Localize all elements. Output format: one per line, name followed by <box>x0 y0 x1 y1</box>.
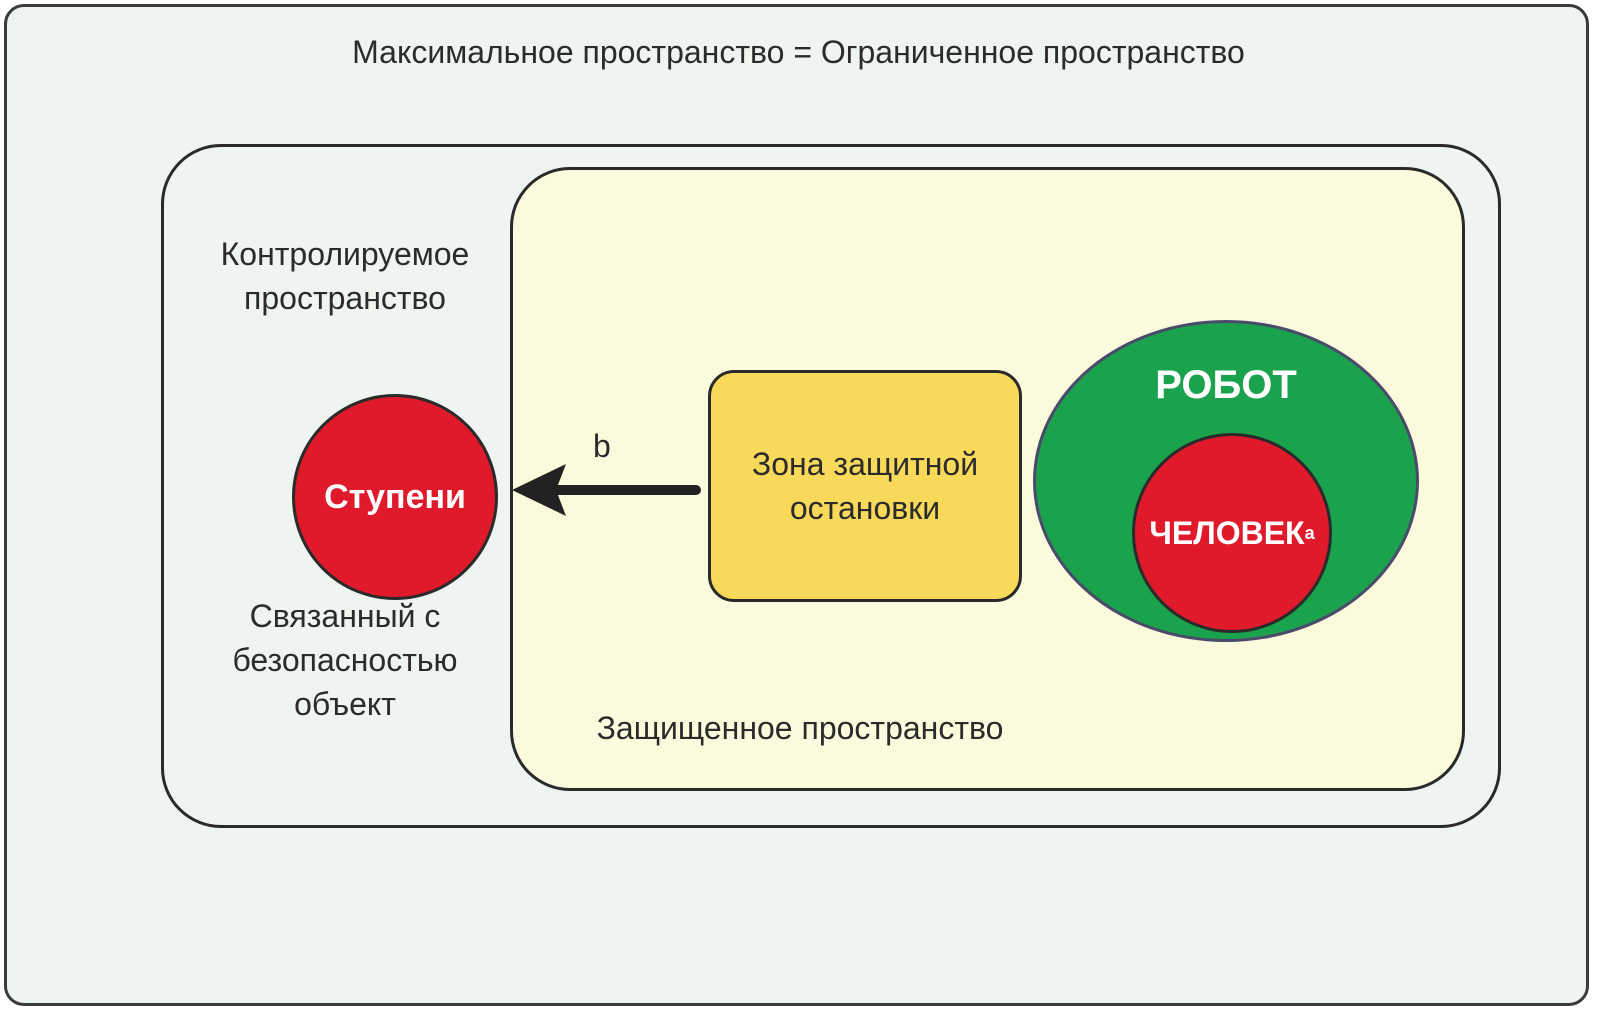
safety-object-label-line1: Связанный с <box>249 598 441 634</box>
controlled-space-label-line1: Контролируемое <box>220 236 470 272</box>
human-footnote-marker: a <box>1304 522 1315 543</box>
protective-stop-zone-line1: Зона защитной <box>751 446 979 482</box>
steps-circle: Ступени <box>292 394 498 600</box>
robot-label: РОБОТ <box>1155 363 1297 407</box>
safety-object-label-line3: объект <box>294 686 396 722</box>
protective-stop-zone-box: Зона защитной остановки <box>708 370 1022 602</box>
maximum-space-title: Максимальное пространство = Ограниченное… <box>352 34 1245 70</box>
controlled-space-label-line2: пространство <box>244 280 446 316</box>
safety-object-label: Связанный с безопасностью объект <box>200 594 490 726</box>
safety-object-label-line2: безопасностью <box>232 642 458 678</box>
human-label: ЧЕЛОВЕК <box>1149 514 1305 551</box>
distance-label: b <box>593 428 611 464</box>
steps-label: Ступени <box>324 477 466 516</box>
distance-arrow-head <box>512 464 566 516</box>
controlled-space-label: Контролируемое пространство <box>200 232 490 320</box>
protected-space-label: Защищенное пространство <box>596 710 1004 746</box>
protective-stop-zone-line2: остановки <box>789 490 941 526</box>
